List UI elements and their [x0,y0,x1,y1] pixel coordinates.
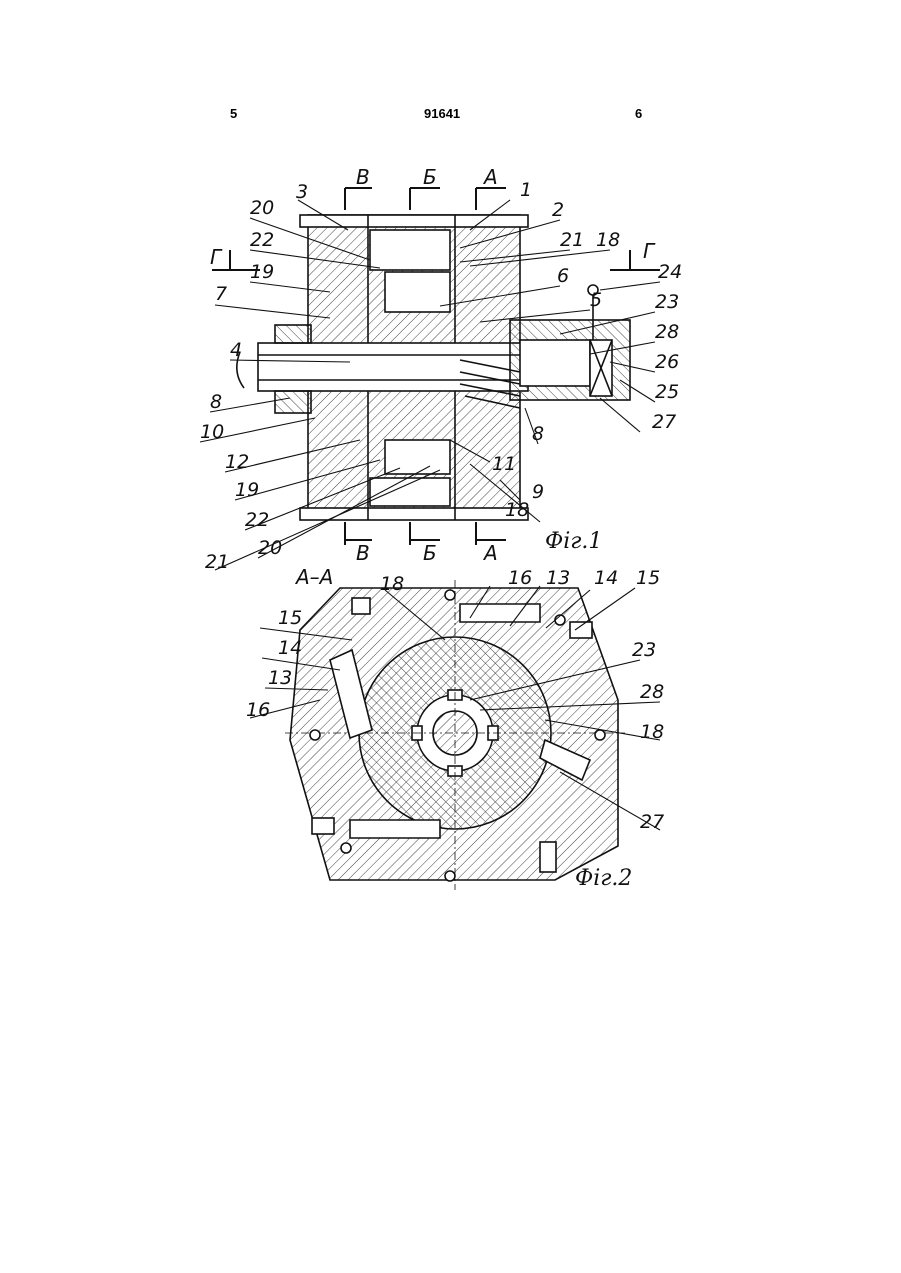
label-28: 28 [655,321,679,343]
label-8-left: 8 [210,391,222,413]
section-mark-a-bottom: А [482,541,498,565]
label-16-top: 16 [508,567,532,589]
label-23: 23 [655,291,679,313]
label-21: 21 [560,229,584,251]
label-21-bottom: 21 [205,551,229,573]
label-2: 2 [552,199,564,221]
figure-2-caption: Фіг.2 [575,866,632,891]
label-6: 6 [557,265,569,287]
label-8-right: 8 [532,423,544,445]
label-26: 26 [655,351,679,373]
label-3: 3 [296,181,308,203]
figure-1-caption: Фіг.1 [545,529,602,554]
label-18-top: 18 [380,573,404,595]
label-14-top: 14 [594,567,618,589]
section-mark-g-left: Г [210,245,223,269]
label-25: 25 [655,381,679,403]
label-27: 27 [652,411,676,433]
label-15-left: 15 [278,607,302,629]
label-13-top: 13 [546,567,570,589]
section-mark-b: Б [423,165,437,189]
label-15-top: 15 [636,567,660,589]
figure-2 [250,580,660,890]
label-19-bottom: 19 [235,479,259,501]
label-9: 9 [532,481,544,503]
section-mark-g-right: Г [643,239,656,263]
label-27: 27 [640,811,664,833]
label-19: 19 [250,261,274,283]
section-mark-v: В [356,165,370,189]
section-mark-b-bottom: Б [423,541,437,565]
label-22: 22 [250,229,274,251]
label-10: 10 [200,421,224,443]
label-5: 5 [590,289,602,311]
label-14-left: 14 [278,637,302,659]
label-18: 18 [596,229,620,251]
label-4: 4 [230,339,242,361]
label-16-left: 16 [246,699,270,721]
label-18-right: 18 [640,721,664,743]
label-22-bottom: 22 [245,509,269,531]
section-mark-v-bottom: В [356,541,370,565]
label-7: 7 [215,283,227,305]
label-20: 20 [250,197,274,219]
label-12: 12 [225,451,249,473]
section-title-a-a: А–А [294,565,333,589]
label-20-bottom: 20 [258,537,282,559]
section-mark-a: А [482,165,498,189]
label-18-bottom: 18 [505,499,529,521]
label-23: 23 [632,639,656,661]
label-28: 28 [640,681,664,703]
label-1: 1 [520,179,532,201]
label-24: 24 [658,261,682,283]
label-13-left: 13 [268,667,292,689]
label-11: 11 [492,453,516,475]
